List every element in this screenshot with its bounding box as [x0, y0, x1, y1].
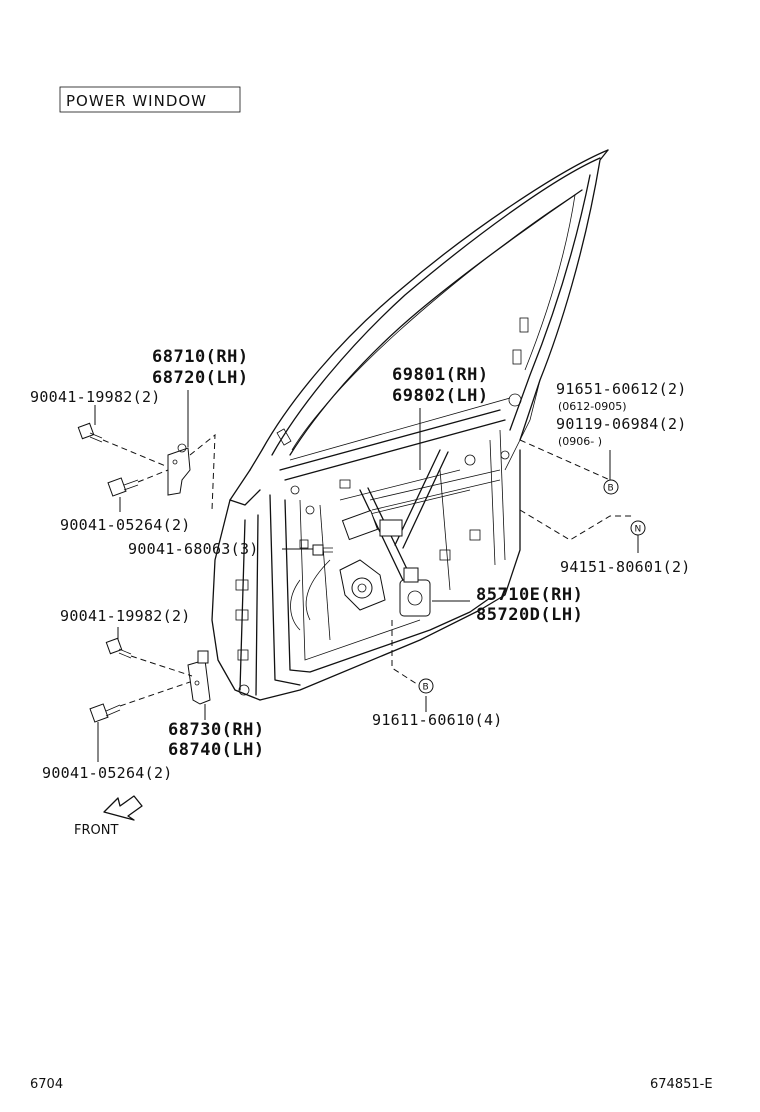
svg-text:POWER WINDOW: POWER WINDOW	[66, 92, 207, 110]
label-bolt-b1-date: (0612-0905)	[558, 400, 627, 413]
label-bolt-b2: 90119-06984(2)	[556, 415, 687, 433]
mid-bolt-group	[282, 544, 333, 556]
right-leaders	[391, 408, 639, 712]
footer-right: 674851-E	[650, 1077, 713, 1092]
label-regulator-lh: 69802(LH)	[392, 386, 489, 406]
bolt-mid-icon	[312, 544, 333, 556]
lower-hinge-group	[89, 627, 211, 762]
diagram-title: POWER WINDOW	[59, 86, 241, 113]
svg-text:N: N	[635, 525, 642, 535]
bolt-lower-b-icon	[89, 703, 121, 723]
callout-n: N	[630, 520, 646, 536]
callout-b-bottom: B	[418, 678, 434, 694]
label-hinge-lower-lh: 68740(LH)	[168, 740, 265, 760]
upper-hinge-part	[167, 447, 191, 496]
label-bolt-upper-b: 90041-05264(2)	[60, 516, 191, 534]
svg-text:B: B	[423, 683, 429, 693]
upper-hinge-group	[77, 390, 216, 512]
label-bolt-b1: 91651-60612(2)	[556, 380, 687, 398]
label-hinge-upper-lh: 68720(LH)	[152, 368, 249, 388]
front-label: FRONT	[74, 823, 118, 838]
label-nut-n: 94151-80601(2)	[560, 558, 691, 576]
label-bolt-mid: 90041-68063(3)	[128, 540, 259, 558]
front-arrow-icon	[103, 795, 143, 821]
door-frame-illustration	[211, 149, 609, 701]
footer-left: 6704	[30, 1077, 63, 1092]
label-bolt-b2-date: (0906- )	[558, 435, 602, 448]
label-bolt-lower-b: 90041-05264(2)	[42, 764, 173, 782]
label-motor-lh: 85720D(LH)	[476, 605, 583, 625]
bolt-lower-a-icon	[105, 637, 132, 659]
label-hinge-upper-rh: 68710(RH)	[152, 347, 249, 367]
label-bolt-b-bottom: 91611-60610(4)	[372, 711, 503, 729]
label-bolt-upper-a: 90041-19982(2)	[30, 388, 161, 406]
bolt-upper-a-icon	[77, 422, 103, 443]
label-motor-rh: 85710E(RH)	[476, 585, 583, 605]
svg-text:B: B	[608, 484, 614, 494]
label-bolt-lower-a: 90041-19982(2)	[60, 607, 191, 625]
callout-b-top: B	[603, 479, 619, 495]
label-regulator-rh: 69801(RH)	[392, 365, 489, 385]
label-hinge-lower-rh: 68730(RH)	[168, 720, 265, 740]
bolt-upper-b-icon	[107, 477, 139, 497]
